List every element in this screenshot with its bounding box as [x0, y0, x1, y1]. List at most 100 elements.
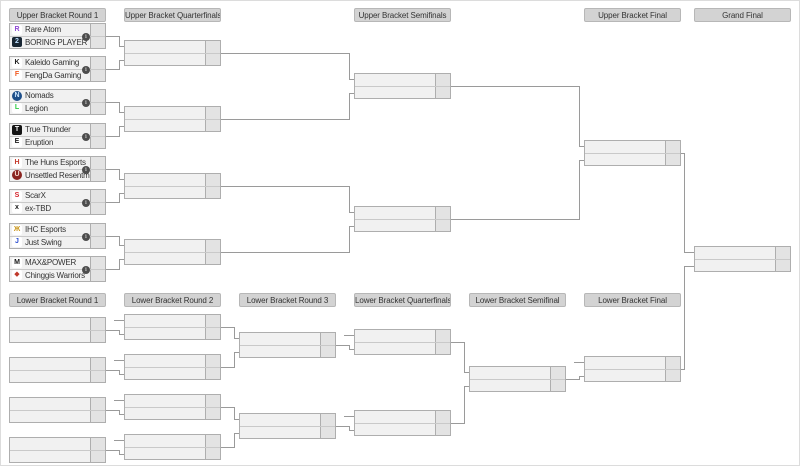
match-lower-final-1 [584, 356, 681, 382]
match-lower-round1-4 [9, 437, 106, 463]
connector-line [464, 372, 469, 373]
header-lower-bracket-round-2: Lower Bracket Round 2 [124, 293, 221, 307]
score-cell [205, 41, 220, 53]
score-cell [90, 450, 105, 462]
score-cell [90, 24, 105, 36]
connector-line [349, 93, 350, 120]
connector-line [349, 349, 354, 350]
team-slot[interactable]: ◆Chinggis Warriors [10, 269, 105, 281]
connector-line [119, 245, 124, 246]
connector-line [119, 36, 120, 47]
header-lower-bracket-quarterfinals: Lower Bracket Quarterfinals [354, 293, 451, 307]
connector-line [119, 374, 124, 375]
empty-team-slot [125, 447, 220, 459]
score-cell [550, 367, 565, 379]
connector-line [119, 414, 124, 415]
empty-team-slot [125, 435, 220, 448]
kaleido-gaming-logo: K [12, 57, 22, 68]
connector-line [221, 53, 350, 54]
score-cell [205, 355, 220, 367]
connector-line [119, 112, 124, 113]
dropdown-stub-line [574, 362, 584, 363]
max-power-logo: M [12, 257, 22, 268]
empty-team-slot [125, 407, 220, 419]
empty-team-slot [125, 119, 220, 131]
connector-line [349, 226, 350, 253]
empty-team-slot [585, 153, 680, 165]
match-info-icon[interactable]: i [82, 99, 90, 107]
score-cell [205, 395, 220, 407]
empty-team-slot [240, 345, 335, 357]
nomads-logo: N [12, 90, 22, 101]
empty-team-slot [355, 342, 450, 354]
connector-line [336, 345, 350, 346]
empty-team-slot [240, 333, 335, 346]
team-name: Just Swing [25, 237, 62, 247]
connector-line [464, 386, 465, 424]
match-info-icon[interactable]: i [82, 133, 90, 141]
team-name: Rare Atom [25, 25, 61, 35]
chinggis-warriors-logo: ◆ [12, 270, 22, 281]
connector-line [234, 433, 239, 434]
match-info-icon[interactable]: i [82, 166, 90, 174]
empty-team-slot [355, 207, 450, 220]
connector-line [221, 407, 235, 408]
score-cell [205, 435, 220, 447]
match-info-icon[interactable]: i [82, 199, 90, 207]
score-cell [205, 174, 220, 186]
connector-line [681, 153, 685, 154]
connector-line [234, 327, 235, 339]
score-cell [205, 240, 220, 252]
connector-line [119, 126, 124, 127]
unsettled-resentment-logo: U [12, 170, 22, 181]
connector-line [566, 379, 580, 380]
score-cell [205, 327, 220, 339]
connector-line [349, 226, 354, 227]
empty-team-slot [355, 86, 450, 98]
just-swing-logo: J [12, 237, 22, 248]
score-cell [435, 411, 450, 423]
connector-line [234, 352, 239, 353]
connector-line [106, 410, 120, 411]
empty-team-slot [355, 411, 450, 424]
match-lower-round1-1 [9, 317, 106, 343]
score-cell [90, 330, 105, 342]
match-info-icon[interactable]: i [82, 66, 90, 74]
empty-team-slot [695, 259, 790, 271]
connector-line [106, 269, 120, 270]
empty-team-slot [355, 74, 450, 87]
empty-team-slot [125, 315, 220, 328]
match-info-icon[interactable]: i [82, 266, 90, 274]
header-upper-bracket-semifinals: Upper Bracket Semifinals [354, 8, 451, 22]
connector-line [119, 193, 124, 194]
match-info-icon[interactable]: i [82, 33, 90, 41]
scarx-logo: S [12, 190, 22, 201]
score-cell [665, 153, 680, 165]
score-cell [90, 269, 105, 281]
score-cell [435, 330, 450, 342]
connector-line [579, 86, 580, 147]
match-info-icon[interactable]: i [82, 233, 90, 241]
empty-team-slot [125, 41, 220, 54]
connector-line [119, 60, 124, 61]
